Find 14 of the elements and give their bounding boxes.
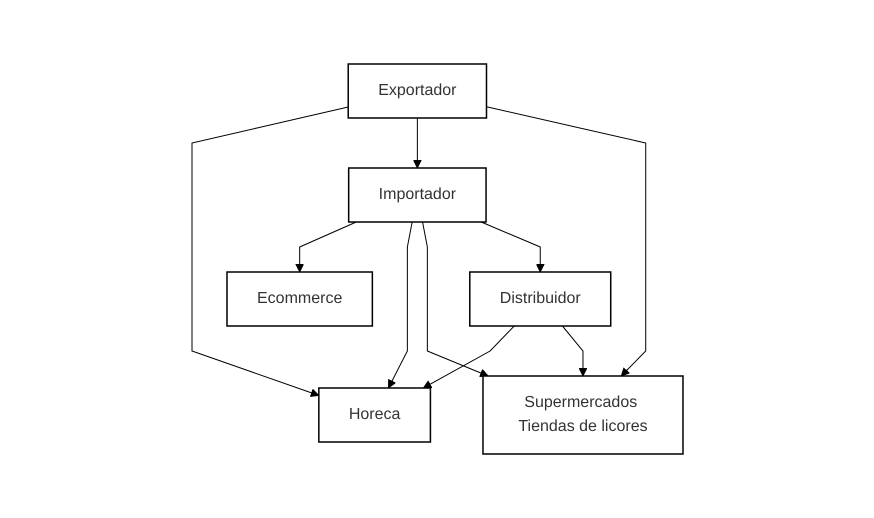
node-box: Ecommerce — [226, 271, 373, 327]
arrow — [294, 222, 356, 272]
arrow — [422, 326, 514, 388]
node-box: Horeca — [318, 387, 431, 443]
arrow — [412, 118, 422, 168]
node-box: Exportador — [346, 63, 487, 119]
arrow — [486, 106, 646, 376]
node-box: Supermercados Tiendas de licores — [482, 375, 684, 455]
arrow — [388, 222, 412, 388]
node-box: Importador — [347, 167, 486, 223]
node-box: Distribuidor — [468, 271, 611, 327]
arrow — [561, 326, 587, 376]
arrow — [422, 222, 488, 378]
arrow — [191, 106, 348, 397]
